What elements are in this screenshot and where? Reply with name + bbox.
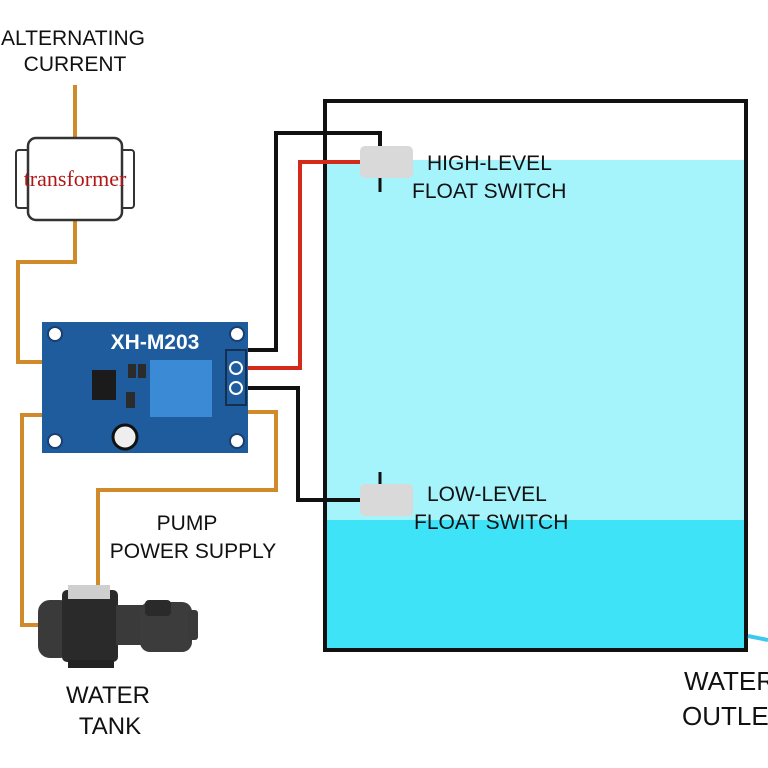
low-switch-label-line1: LOW-LEVEL [427, 483, 547, 506]
ac-label-line2: CURRENT [23, 53, 127, 76]
board-label: XH-M203 [110, 331, 200, 354]
ac-label-line1: ALTERNATING [1, 27, 145, 50]
low-float-switch [360, 472, 413, 516]
upper-water [325, 160, 746, 522]
high-switch-label-line1: HIGH-LEVEL [427, 152, 552, 175]
low-switch-label-line2: FLOAT SWITCH [414, 511, 569, 534]
lower-water [325, 520, 746, 650]
pump [38, 585, 198, 668]
transformer-label: transformer [23, 166, 127, 191]
high-float-switch [360, 135, 413, 192]
tank-label-line2: TANK [78, 713, 142, 740]
tank-label-line1: WATER [66, 682, 150, 709]
pump-label-line1: PUMP [156, 512, 218, 535]
outlet-label-line1: WATER [684, 666, 768, 696]
tank-outline [323, 99, 748, 652]
outlet-label-line2: OUTLET [682, 701, 768, 731]
relay [150, 360, 212, 417]
transformer [15, 136, 135, 222]
pump-supply-wire [96, 410, 278, 585]
pump-label-line2: POWER SUPPLY [109, 540, 277, 563]
water-tank-container [323, 99, 748, 652]
low-switch-wire [236, 386, 362, 502]
high-switch-red-wire [232, 160, 362, 370]
outlet-pipe [747, 634, 768, 642]
high-switch-label-line2: FLOAT SWITCH [412, 180, 567, 203]
xh-m203-board [42, 322, 248, 453]
